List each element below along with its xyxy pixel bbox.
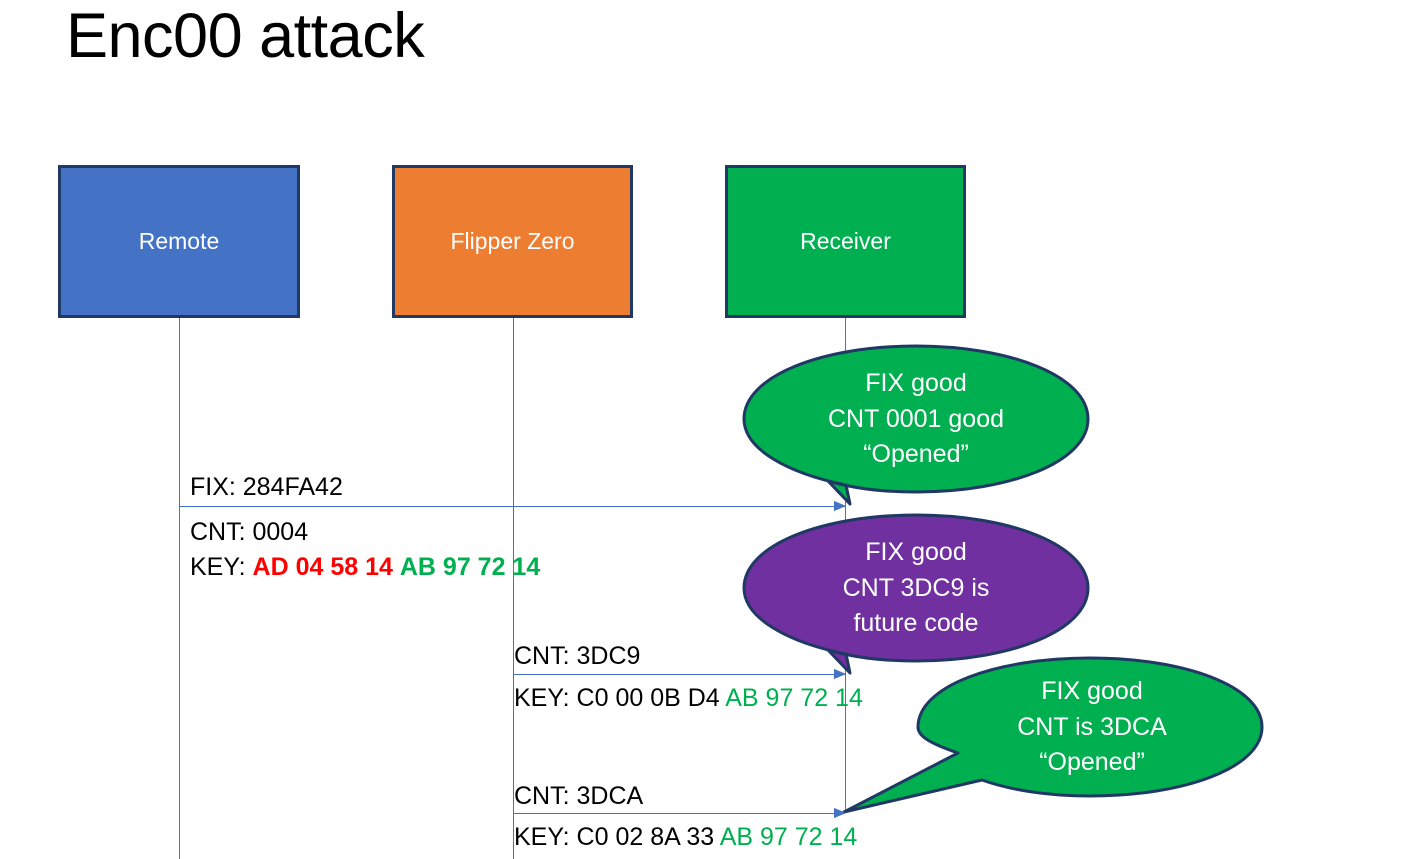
- lifeline-remote: [179, 317, 180, 859]
- actor-box-flipper[interactable]: Flipper Zero: [392, 165, 633, 318]
- message-1-below-label-2: KEY: AD 04 58 14 AB 97 72 14: [190, 551, 540, 585]
- message-3-key-green: AB 97 72 14: [719, 823, 858, 851]
- actor-box-remote[interactable]: Remote: [58, 165, 300, 318]
- message-1-below-label-1: CNT: 0004: [190, 518, 309, 546]
- message-2-key-green: AB 97 72 14: [725, 684, 863, 712]
- message-1-above-label: FIX: 284FA42: [190, 473, 343, 501]
- arrow-head-icon: [834, 808, 846, 818]
- actor-box-receiver[interactable]: Receiver: [725, 165, 966, 318]
- message-1-key-green: AB 97 72 14: [399, 553, 541, 581]
- arrow-head-icon: [834, 501, 846, 511]
- message-1-key-prefix: KEY:: [190, 553, 253, 581]
- arrow-head-icon: [834, 669, 846, 679]
- message-3-below-label: KEY: C0 02 8A 33 AB 97 72 14: [514, 821, 857, 855]
- speech-bubble-shape: [842, 656, 1264, 814]
- actor-label-flipper: Flipper Zero: [450, 227, 575, 254]
- message-3-key-prefix: KEY: C0 02 8A 33: [514, 823, 720, 851]
- message-2-key-prefix: KEY: C0 00 0B D4: [514, 684, 726, 712]
- message-1-arrow-head-overlay: [795, 501, 846, 511]
- message-2-below-label: KEY: C0 00 0B D4 AB 97 72 14: [514, 682, 863, 716]
- actor-label-receiver: Receiver: [800, 227, 891, 254]
- speech-bubble-receiver-3: FIX good CNT is 3DCA “Opened”: [838, 656, 1266, 820]
- message-3-above-label: CNT: 3DCA: [514, 782, 644, 810]
- lifeline-flipper: [513, 317, 514, 859]
- actor-label-remote: Remote: [138, 227, 220, 254]
- message-3-arrow-head-overlay: [795, 808, 846, 818]
- message-2-arrow-head-overlay: [795, 669, 846, 679]
- speech-bubble-shape: [742, 513, 1090, 675]
- speech-bubble-shape: [742, 344, 1090, 506]
- message-1-key-red: AD 04 58 14: [252, 553, 393, 581]
- page-title: Enc00 attack: [66, 1, 425, 71]
- speech-bubble-receiver-1: FIX good CNT 0001 good “Opened”: [742, 344, 1090, 512]
- message-2-above-label: CNT: 3DC9: [514, 642, 641, 670]
